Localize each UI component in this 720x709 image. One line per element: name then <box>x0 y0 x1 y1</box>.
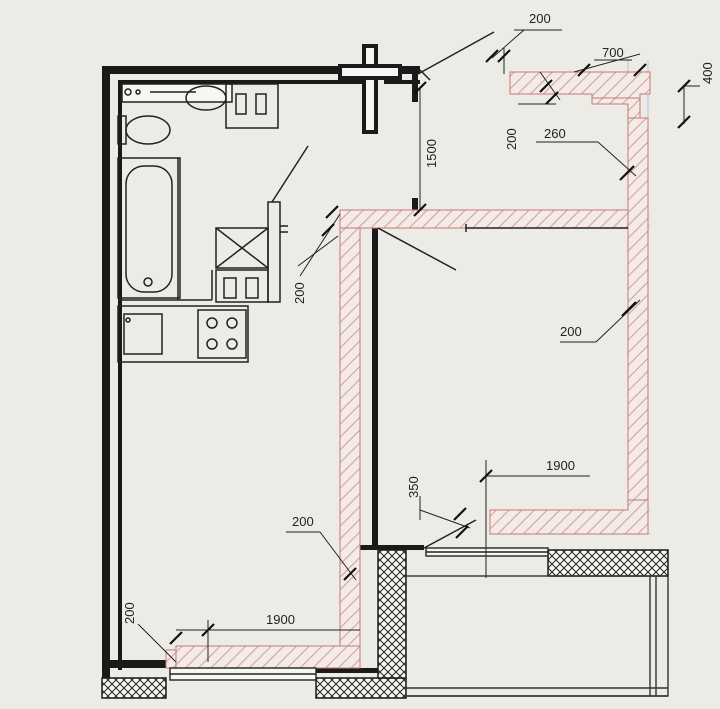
balcony-door <box>423 519 477 549</box>
dim-right-wall-200: 200 <box>560 324 582 339</box>
dimension-ticks <box>169 49 691 645</box>
dim-lower-350: 350 <box>406 476 421 498</box>
entrance-door <box>417 31 495 81</box>
balcony <box>405 575 669 697</box>
dim-right-260: 260 <box>544 126 566 141</box>
structural-column <box>338 44 402 134</box>
dim-door-1500: 1500 <box>424 139 439 168</box>
dim-top-200: 200 <box>529 11 551 26</box>
dim-mid-200: 200 <box>292 282 307 304</box>
kitchen-fixtures <box>117 305 249 363</box>
bathroom-fixtures <box>117 83 279 301</box>
bathroom-door <box>215 145 309 303</box>
dim-bottom-200: 200 <box>292 514 314 529</box>
dim-top-700: 700 <box>602 45 624 60</box>
dim-left-200: 200 <box>504 128 519 150</box>
room-door <box>377 224 628 271</box>
new-partitions <box>165 71 651 669</box>
windows <box>169 547 549 681</box>
dim-top-400: 400 <box>700 62 715 84</box>
dimension-labels: 200 700 400 200 260 1500 200 200 350 190… <box>122 11 715 627</box>
dim-bottom-left-200: 200 <box>122 602 137 624</box>
dim-lower-1900: 1900 <box>546 458 575 473</box>
dim-bottom-1900: 1900 <box>266 612 295 627</box>
